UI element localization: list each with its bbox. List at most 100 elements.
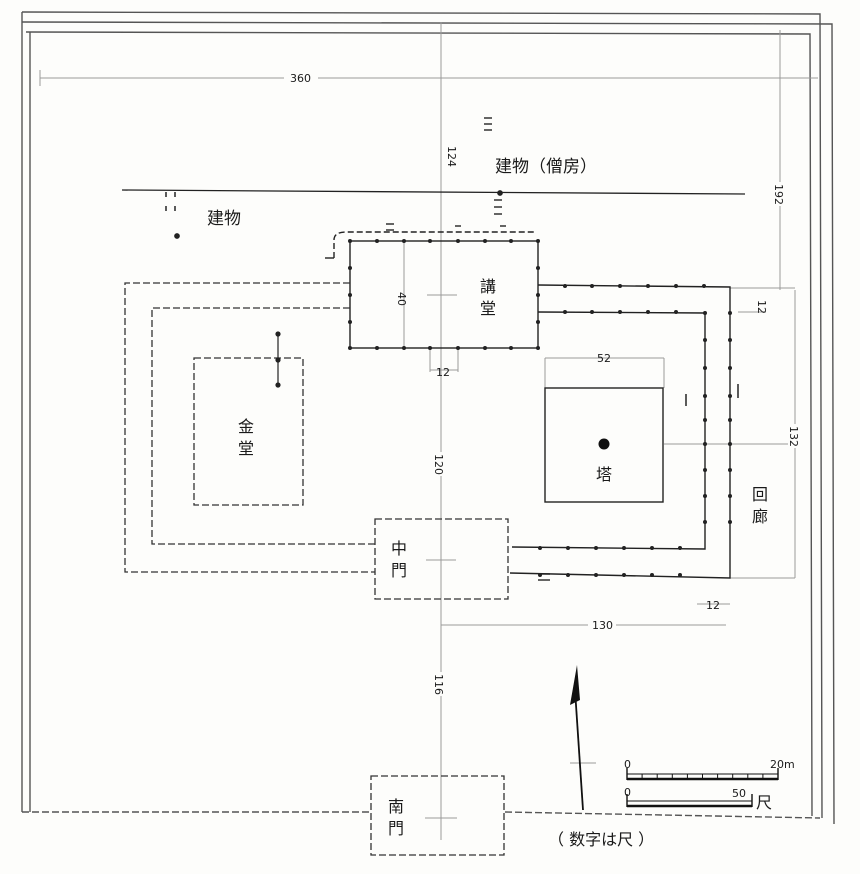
dim-east-gap-top: 12 xyxy=(755,300,768,314)
post-dot xyxy=(428,346,432,350)
label-lecture-hall-2: 堂 xyxy=(480,299,496,318)
post-dot xyxy=(703,468,707,472)
corridor-east-outer xyxy=(509,284,731,579)
post-dot xyxy=(703,338,707,342)
scale-shaku-unit: 尺 xyxy=(756,793,772,812)
post-dot xyxy=(348,320,352,324)
post-dot xyxy=(456,346,460,350)
scale-minor-ticks xyxy=(641,774,764,779)
post-dot xyxy=(703,311,707,315)
dim-hall-to-gate: 120 xyxy=(432,454,445,475)
corridor-west-outer xyxy=(124,282,375,573)
scale-meter-zero: 0 xyxy=(624,758,631,771)
post-dot xyxy=(678,546,682,550)
post-dot xyxy=(728,418,732,422)
label-dormitory: 建物（僧房） xyxy=(495,157,597,177)
corridor-west-inner xyxy=(151,307,375,545)
units-note: （ 数字は尺 ） xyxy=(548,830,654,849)
post-dot xyxy=(728,520,732,524)
post-dot xyxy=(618,310,622,314)
middle-gate xyxy=(374,518,509,600)
dim-gate-to-corridor: 130 xyxy=(592,619,613,632)
post-dot xyxy=(536,293,540,297)
post-dot xyxy=(728,468,732,472)
post-dot xyxy=(618,284,622,288)
lecture-hall-posts xyxy=(348,239,540,350)
label-middle-gate-2: 門 xyxy=(391,561,407,580)
trench-marks xyxy=(165,117,739,581)
scale-shaku-zero: 0 xyxy=(624,786,631,799)
label-south-gate-2: 門 xyxy=(388,819,404,838)
corridor-west xyxy=(124,282,375,573)
dim-east-depth: 192 xyxy=(772,184,785,205)
scale-labels: 0 20m 0 50 尺 xyxy=(624,758,795,812)
post-dot xyxy=(590,284,594,288)
south-gate-outline xyxy=(370,775,505,856)
dormitory-wall xyxy=(121,189,746,195)
dimension-labels: 360 124 40 12 12 52 120 116 192 132 12 1… xyxy=(284,70,802,696)
post-dot xyxy=(509,239,513,243)
post-dot xyxy=(428,239,432,243)
label-corridor-2: 廊 xyxy=(752,507,768,526)
post-dot xyxy=(703,520,707,524)
golden-hall-outline xyxy=(193,357,304,506)
outer-wall-line xyxy=(21,11,823,819)
label-lecture-hall-1: 講 xyxy=(480,277,496,296)
post-dot xyxy=(703,442,707,446)
label-corridor-1: 回 xyxy=(752,485,768,504)
post-dot xyxy=(348,239,352,243)
outer-wall-line-2 xyxy=(21,21,835,825)
scale-bars xyxy=(626,768,779,808)
lecture-hall-annex xyxy=(333,231,534,258)
dim-total-width: 360 xyxy=(290,72,311,85)
trench-mark xyxy=(386,223,394,231)
labels: 建物（僧房） 建物 講 堂 金 堂 塔 中 門 南 門 回 廊 xyxy=(207,157,768,838)
scale-shaku-end: 50 xyxy=(732,787,746,800)
north-arrow xyxy=(570,665,584,811)
post-dot xyxy=(678,573,682,577)
post-dot xyxy=(497,190,503,196)
corridor-east xyxy=(509,284,731,579)
post-dot xyxy=(375,239,379,243)
dim-lecture-gap: 12 xyxy=(436,366,450,379)
corridor-east-posts xyxy=(538,284,732,577)
post-dot xyxy=(594,546,598,550)
north-arrow-head xyxy=(570,665,580,705)
post-dot xyxy=(456,239,460,243)
post-dot xyxy=(594,573,598,577)
post-dot xyxy=(536,239,540,243)
post-dot xyxy=(646,310,650,314)
post-dot xyxy=(563,310,567,314)
trench-mark xyxy=(165,192,176,211)
post-dot xyxy=(536,346,540,350)
post-dot xyxy=(728,338,732,342)
label-golden-hall-1: 金 xyxy=(238,417,254,436)
pagoda-outline xyxy=(544,387,664,503)
pagoda xyxy=(544,387,664,503)
lecture-hall xyxy=(325,231,539,349)
label-golden-hall-2: 堂 xyxy=(238,439,254,458)
precinct-boundary xyxy=(21,11,835,825)
post-dot xyxy=(728,394,732,398)
post-dot xyxy=(348,346,352,350)
post-dot xyxy=(622,573,626,577)
post-dot xyxy=(728,442,732,446)
south-wall-line-e xyxy=(504,811,821,819)
post-dot xyxy=(483,239,487,243)
north-arrow-shaft xyxy=(574,689,584,811)
faint-guides xyxy=(39,22,818,840)
post-dot xyxy=(174,233,180,239)
post-dot xyxy=(538,546,542,550)
dim-corridor-gap-bottom: 12 xyxy=(706,599,720,612)
trench-mark xyxy=(484,117,492,131)
label-middle-gate-1: 中 xyxy=(391,539,407,558)
post-dot xyxy=(348,293,352,297)
post-dot xyxy=(375,346,379,350)
post-dot xyxy=(563,284,567,288)
post-dot xyxy=(402,346,406,350)
post-dot xyxy=(402,239,406,243)
post-dot xyxy=(483,346,487,350)
post-dot xyxy=(703,418,707,422)
label-pagoda: 塔 xyxy=(596,465,612,484)
